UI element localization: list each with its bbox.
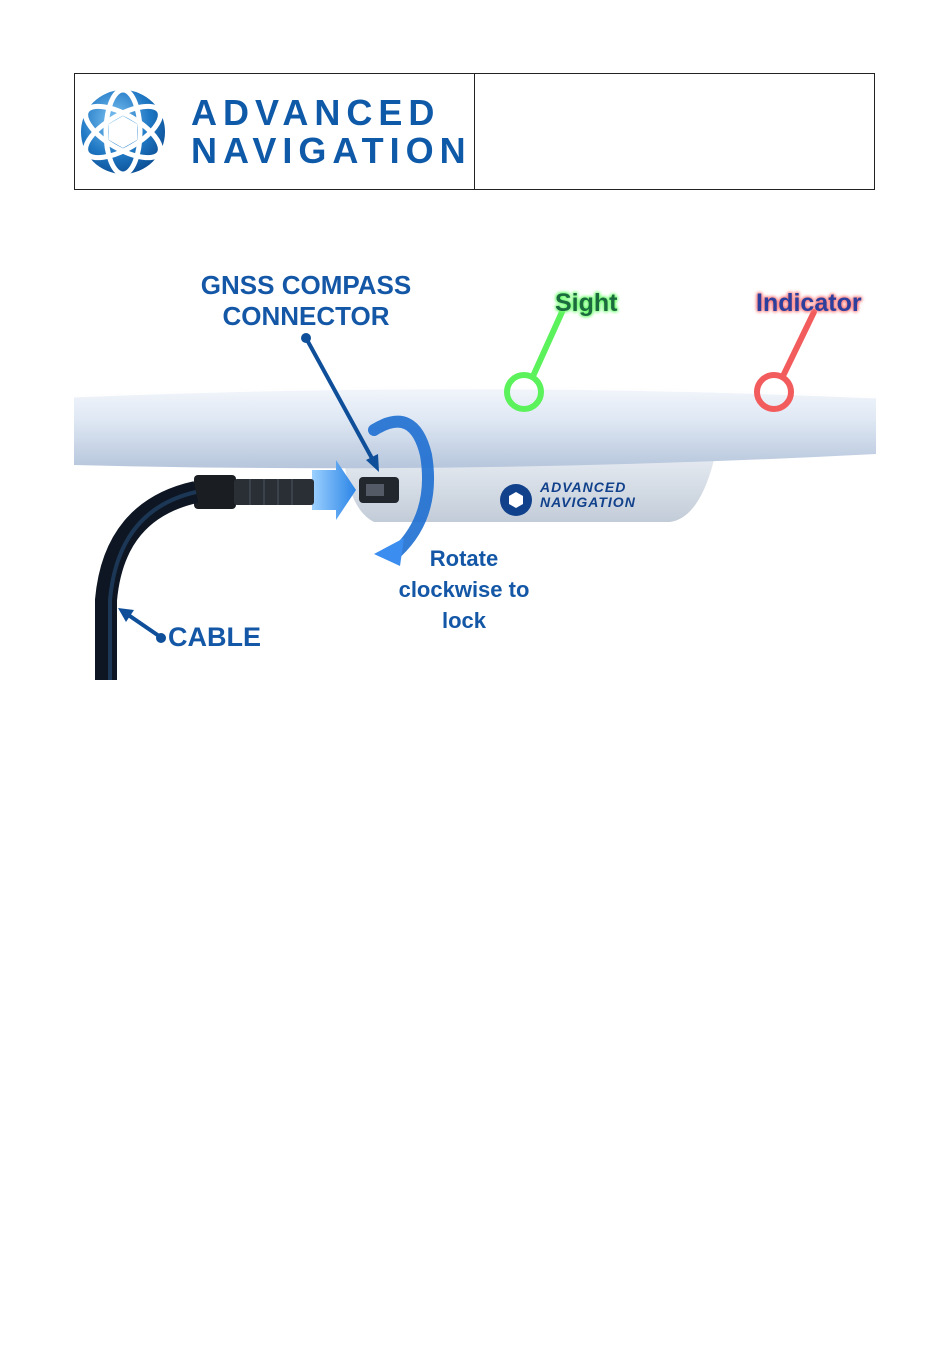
connector-label-line-2: CONNECTOR bbox=[193, 301, 419, 332]
rotate-line-1: Rotate bbox=[391, 543, 537, 574]
header-logo-cell: ADVANCED NAVIGATION bbox=[75, 74, 475, 189]
sight-leader-line bbox=[534, 312, 562, 374]
unit-logo-icon bbox=[500, 484, 532, 516]
advanced-navigation-logo-icon bbox=[77, 86, 169, 178]
cable-label: CABLE bbox=[168, 622, 261, 653]
indicator-label: Indicator bbox=[756, 289, 862, 318]
document-header: ADVANCED NAVIGATION bbox=[74, 73, 875, 190]
connector-label-line-1: GNSS COMPASS bbox=[193, 270, 419, 301]
cable-plug bbox=[194, 475, 236, 509]
header-empty-cell bbox=[475, 74, 874, 189]
unit-brand-line-1: ADVANCED bbox=[540, 480, 636, 495]
brand-wordmark: ADVANCED NAVIGATION bbox=[191, 94, 472, 170]
brand-line-1: ADVANCED bbox=[191, 94, 472, 132]
unit-brand-text: ADVANCED NAVIGATION bbox=[540, 480, 636, 510]
connector-label: GNSS COMPASS CONNECTOR bbox=[193, 270, 419, 332]
indicator-leader-line bbox=[784, 312, 814, 374]
unit-brand-line-2: NAVIGATION bbox=[540, 495, 636, 510]
rotate-line-2: clockwise to bbox=[391, 574, 537, 605]
brand-line-2: NAVIGATION bbox=[191, 132, 472, 170]
rotate-instruction: Rotate clockwise to lock bbox=[391, 543, 537, 636]
sight-label: Sight bbox=[555, 289, 618, 318]
rotate-line-3: lock bbox=[391, 605, 537, 636]
